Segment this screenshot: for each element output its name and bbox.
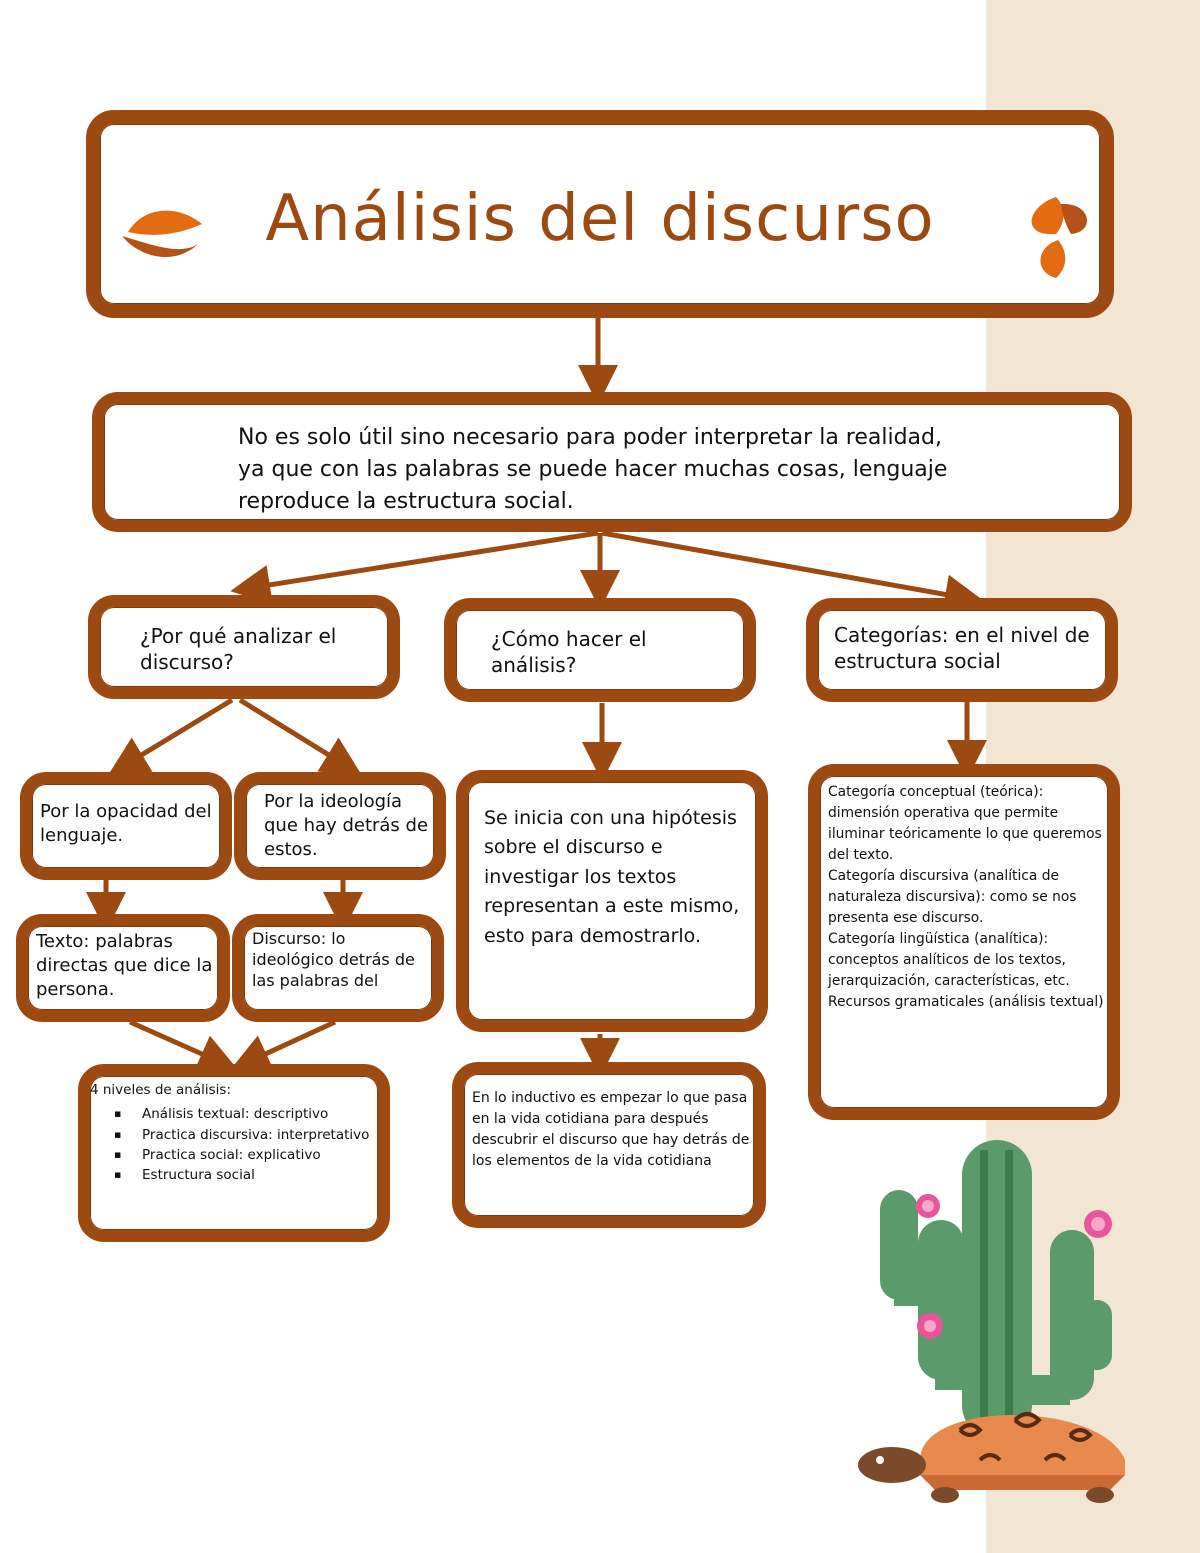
niveles-item: Análisis textual: descriptivo — [114, 1104, 375, 1124]
cactus-turtle-illustration — [858, 1140, 1125, 1503]
why-analyze-heading: ¿Por qué analizar el discurso? — [140, 624, 337, 675]
inductivo-text: En lo inductivo es empezar lo que pasa e… — [472, 1090, 750, 1169]
inductivo-box: En lo inductivo es empezar lo que pasa e… — [452, 1062, 766, 1228]
niveles-heading: 4 niveles de análisis: — [90, 1082, 231, 1098]
arrow-col1-opacity — [107, 697, 234, 776]
texto-text: Texto: palabras directas que dice la per… — [36, 931, 213, 1000]
intro-line-2: ya que con las palabras se puede hacer m… — [238, 456, 948, 482]
hipotesis-box: Se inicia con una hipótesis sobre el dis… — [456, 770, 768, 1032]
title-box: Análisis del discurso — [86, 110, 1114, 318]
how-analyze-heading: ¿Cómo hacer el análisis? — [491, 627, 647, 678]
arrow-intro-col1 — [230, 530, 599, 605]
niveles-item: Estructura social — [114, 1165, 375, 1185]
category-item: Recursos gramaticales (análisis textual) — [828, 993, 1104, 1010]
page-title: Análisis del discurso — [265, 182, 935, 256]
category-item: Categoría conceptual (teórica): dimensió… — [828, 784, 1102, 863]
hipotesis-text: Se inicia con una hipótesis sobre el dis… — [484, 807, 740, 947]
how-analyze-box: ¿Cómo hacer el análisis? — [444, 598, 756, 702]
categories-box: Categoría conceptual (teórica): dimensió… — [808, 764, 1120, 1120]
intro-line-3: reproduce la estructura social. — [238, 488, 574, 514]
arrow-texto-niveles — [128, 1019, 239, 1073]
why-analyze-box: ¿Por qué analizar el discurso? — [88, 595, 400, 699]
opacity-box: Por la opacidad del lenguaje. — [20, 772, 232, 880]
niveles-list: Análisis textual: descriptivo Practica d… — [90, 1104, 375, 1185]
categories-heading-box: Categorías: en el nivel de estructura so… — [806, 598, 1118, 702]
category-item: Categoría lingüística (analítica): conce… — [828, 930, 1070, 989]
leaf-left-icon — [122, 210, 202, 258]
niveles-item: Practica social: explicativo — [114, 1145, 375, 1165]
intro-box: No es solo útil sino necesario para pode… — [92, 392, 1132, 532]
opacity-text: Por la opacidad del lenguaje. — [40, 801, 212, 846]
ideology-text: Por la ideología que hay detrás de estos… — [264, 791, 429, 860]
categories-heading: Categorías: en el nivel de estructura so… — [834, 623, 1090, 674]
category-item: Categoría discursiva (analítica de natur… — [828, 867, 1077, 926]
arrow-col1-ideology — [238, 697, 363, 776]
niveles-item: Practica discursiva: interpretativo — [114, 1125, 375, 1145]
texto-box: Texto: palabras directas que dice la per… — [16, 914, 230, 1022]
niveles-box: 4 niveles de análisis: Análisis textual:… — [78, 1064, 390, 1242]
arrow-intro-col3 — [601, 530, 985, 615]
leaf-right-icon — [1031, 197, 1088, 278]
intro-line-1: No es solo útil sino necesario para pode… — [238, 425, 942, 450]
discurso-text: Discurso: lo ideológico detrás de las pa… — [252, 929, 415, 991]
discurso-box: Discurso: lo ideológico detrás de las pa… — [232, 914, 444, 1022]
ideology-box: Por la ideología que hay detrás de estos… — [234, 772, 446, 880]
arrow-discurso-niveles — [229, 1019, 337, 1072]
